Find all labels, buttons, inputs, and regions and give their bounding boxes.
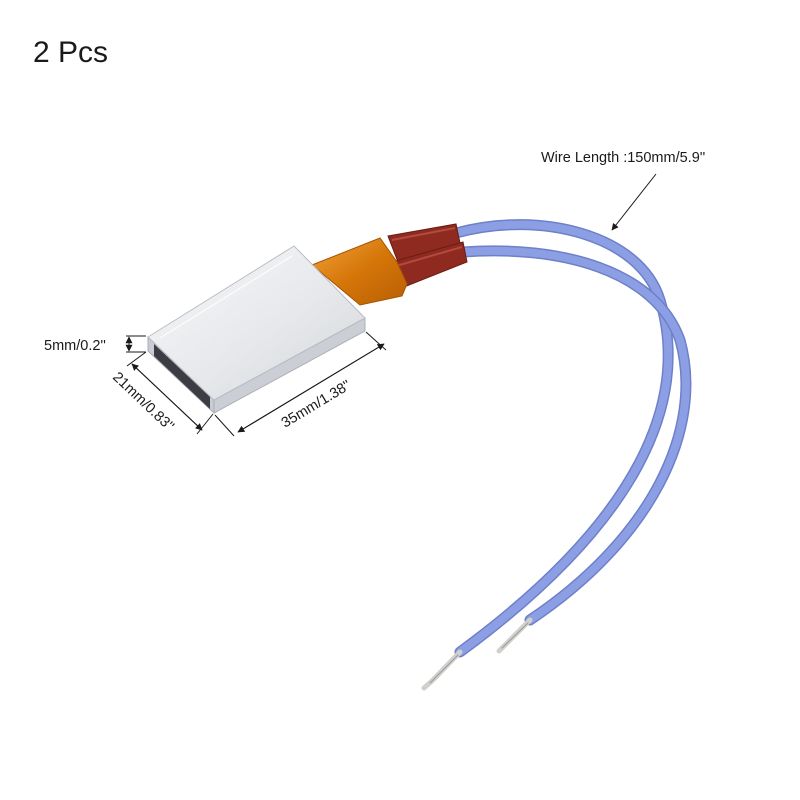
wire-length-leader xyxy=(611,173,657,231)
dim-length xyxy=(214,331,387,437)
length-label: 35mm/1.38'' xyxy=(279,377,354,431)
wire-length-label: Wire Length :150mm/5.9'' xyxy=(541,150,706,166)
dim-thickness xyxy=(125,335,146,353)
heater-body xyxy=(147,245,366,415)
heater-slot xyxy=(154,344,210,409)
width-label: 21mm/0.83'' xyxy=(109,369,177,435)
wire-2 xyxy=(457,245,692,626)
wire-tip-1 xyxy=(421,649,463,691)
insulation-tape xyxy=(311,237,408,306)
wire-tip-2 xyxy=(496,617,533,654)
dim-width xyxy=(126,351,214,435)
title-text: 2 Pcs xyxy=(33,36,108,69)
thickness-label: 5mm/0.2'' xyxy=(44,338,106,354)
